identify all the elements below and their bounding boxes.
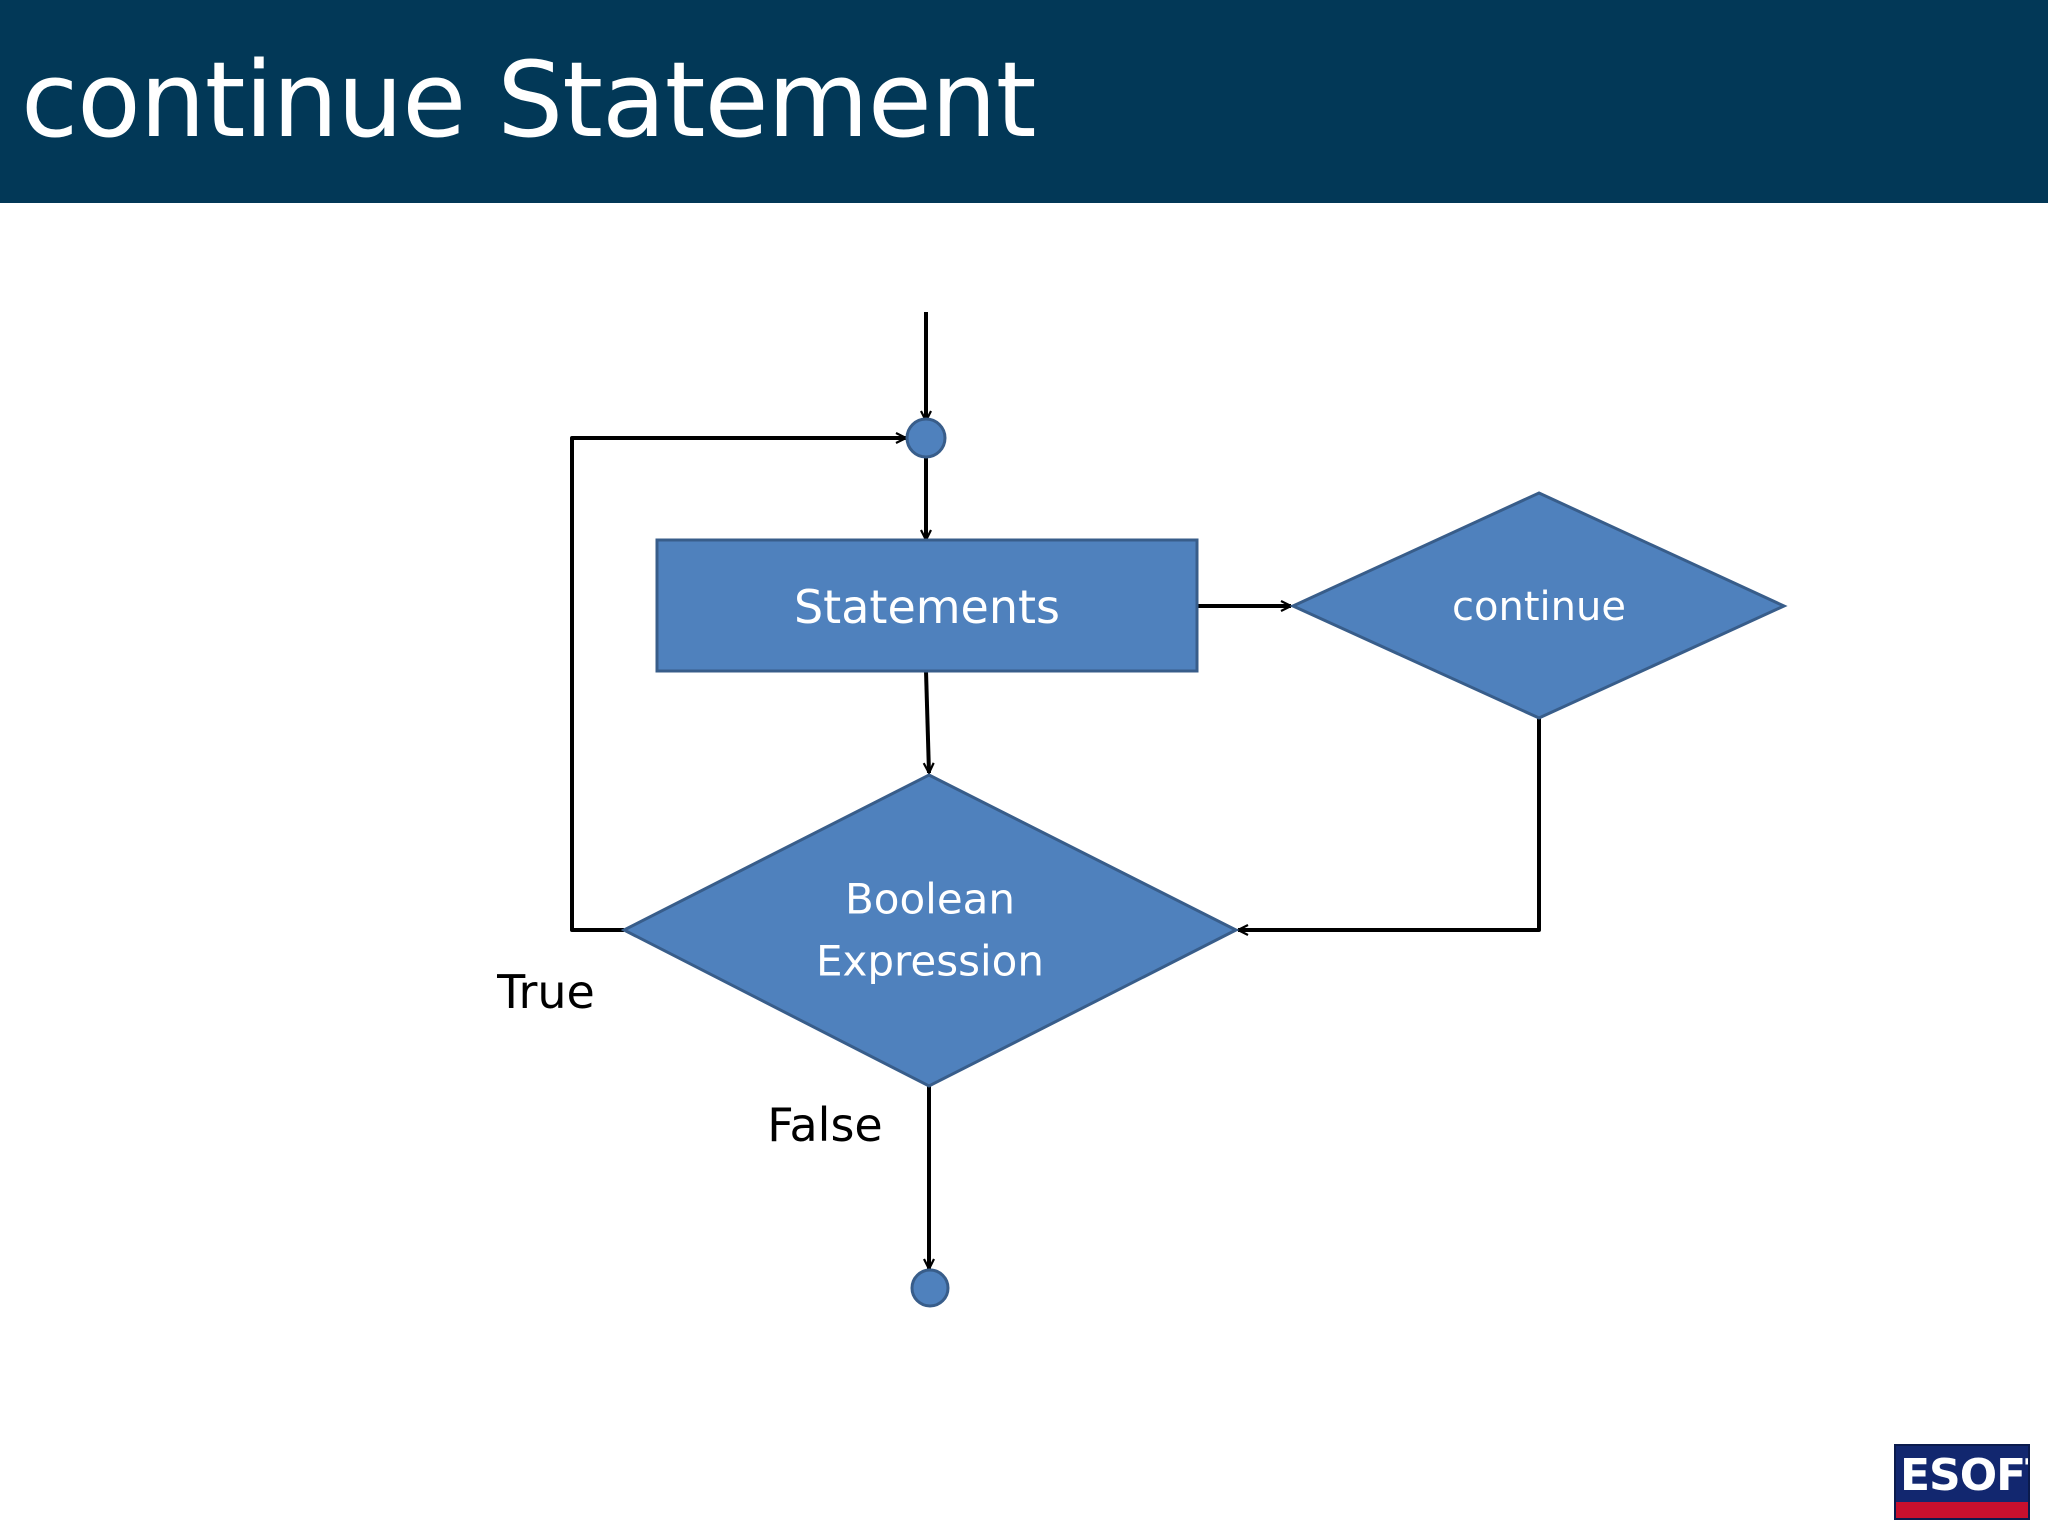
continue-diamond (1289, 491, 1788, 720)
statements-to-condition-arrow (926, 670, 929, 773)
esoft-logo: ESOFT (1894, 1444, 2030, 1520)
true-branch-label: True (496, 965, 595, 1019)
slide-title: continue Statement (21, 39, 1037, 161)
continue-to-condition-arrow (1238, 718, 1541, 930)
continue-label: continue (1452, 584, 1626, 630)
boolean-expression-diamond (620, 773, 1240, 1088)
true-loop-back-arrow (570, 438, 906, 932)
esoft-logo-tagline-stripe (1896, 1502, 2028, 1518)
title-bar: continue Statement (0, 0, 2048, 203)
false-branch-label: False (767, 1098, 882, 1152)
statements-box (655, 538, 1199, 673)
boolean-expression-label-line-2: Expression (816, 937, 1044, 986)
exit-node (910, 1268, 950, 1308)
esoft-logo-wordmark: ESOFT (1900, 1450, 2028, 1501)
loop-junction-node (905, 417, 947, 459)
statements-label: Statements (794, 580, 1060, 634)
boolean-expression-label-line-1: Boolean (845, 875, 1015, 924)
connectors (570, 312, 1541, 1269)
